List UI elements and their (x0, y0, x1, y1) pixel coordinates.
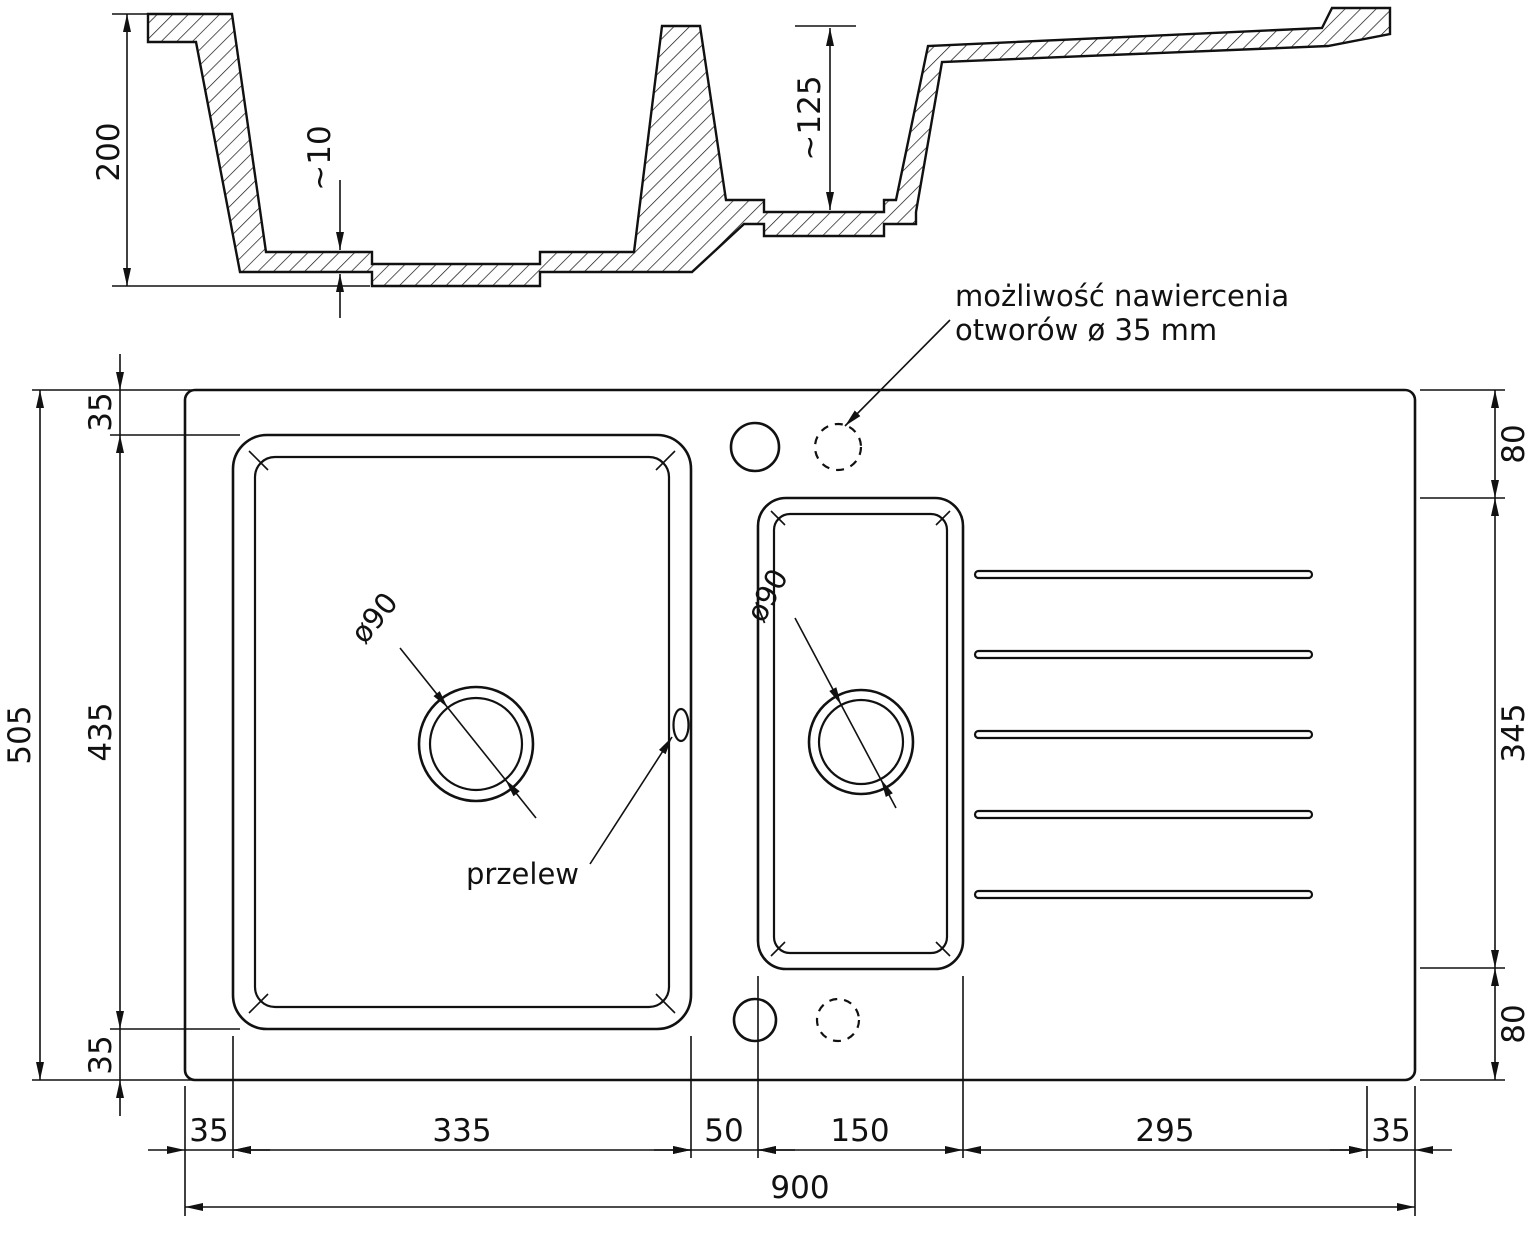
small-drain-diameter-label: ø90 (739, 563, 795, 627)
dim-main-bowl-width-label: 335 (432, 1113, 491, 1149)
overflow-label: przelew (466, 857, 579, 891)
main-drain-diameter-label: ø90 (344, 586, 405, 650)
dim-right-margin-label: 35 (1371, 1113, 1410, 1149)
small-bowl-inner (772, 512, 949, 955)
main-bowl-outer (231, 433, 693, 1031)
main-drain-inner-circle (428, 696, 524, 792)
small-drain-arrowhead (829, 687, 842, 705)
dim-small-bowl-height-label: 345 (1496, 703, 1532, 762)
small-bowl-outer (756, 496, 965, 971)
small-drain-diameter-leader (794, 617, 897, 809)
main-drain-outer-circle (417, 685, 535, 803)
corner-line (770, 510, 786, 526)
main-drain-arrowhead (433, 691, 448, 708)
drainer-groove (973, 649, 1314, 660)
dim-small-bowl-width-label: 150 (830, 1113, 889, 1149)
dim-main-bowl-height-label: 435 (83, 702, 119, 761)
dim-total-height-label: 505 (2, 705, 38, 764)
small-drain-outer-circle (807, 688, 915, 796)
drainer-groove (973, 809, 1314, 820)
drainer-grooves (973, 569, 1314, 900)
corner-line (655, 450, 676, 471)
overflow-oval (672, 707, 690, 743)
section-profile (146, 6, 1392, 288)
dim-section-depth-label: 200 (91, 122, 127, 181)
corner-line (248, 993, 269, 1014)
drainer-groove (973, 889, 1314, 900)
corner-line (935, 510, 951, 526)
dim-bottom-thickness-label: ~10 (302, 125, 338, 190)
dim-bottom-margin-label: 35 (83, 1035, 119, 1074)
drainer-groove (973, 569, 1314, 580)
corner-line (655, 993, 676, 1014)
main-bowl-corner-lines (248, 450, 676, 1014)
dim-top-margin-label: 35 (83, 392, 119, 431)
dim-small-bowl-depth-label: ~125 (792, 75, 828, 160)
corner-line (248, 450, 269, 471)
corner-line (770, 941, 786, 957)
section-dimension-lines (123, 14, 834, 318)
plan-dimension-lines (36, 354, 1499, 1211)
dim-total-width-label: 900 (770, 1170, 829, 1206)
plan-outline (183, 388, 1417, 1082)
section-extension-lines (112, 13, 856, 287)
dim-center-gap-label: 50 (704, 1113, 743, 1149)
small-bowl-corner-lines (770, 510, 951, 957)
overflow-leader (589, 736, 673, 865)
plan-extension-lines (32, 389, 1505, 1216)
main-bowl-inner (253, 455, 671, 1009)
drill-note-leader (844, 319, 951, 427)
dim-right-bottom-offset-label: 80 (1496, 1004, 1532, 1043)
main-drain-arrowhead (505, 779, 520, 797)
tap-hole-bottom (732, 997, 778, 1043)
small-drain-arrowhead (880, 779, 893, 797)
small-drain-inner-circle (817, 698, 905, 786)
dim-right-top-offset-label: 80 (1496, 424, 1532, 463)
tap-hole-bottom-optional (815, 997, 861, 1043)
drill-note-line1: możliwość nawiercenia (955, 279, 1289, 313)
dim-left-margin-label: 35 (189, 1113, 228, 1149)
tap-hole-top-optional (813, 422, 863, 472)
corner-line (935, 941, 951, 957)
drill-note-line2: otworów ø 35 mm (955, 313, 1217, 347)
tap-hole-top (729, 421, 781, 473)
drainer-groove (973, 729, 1314, 740)
dim-drainer-width-label: 295 (1135, 1113, 1194, 1149)
